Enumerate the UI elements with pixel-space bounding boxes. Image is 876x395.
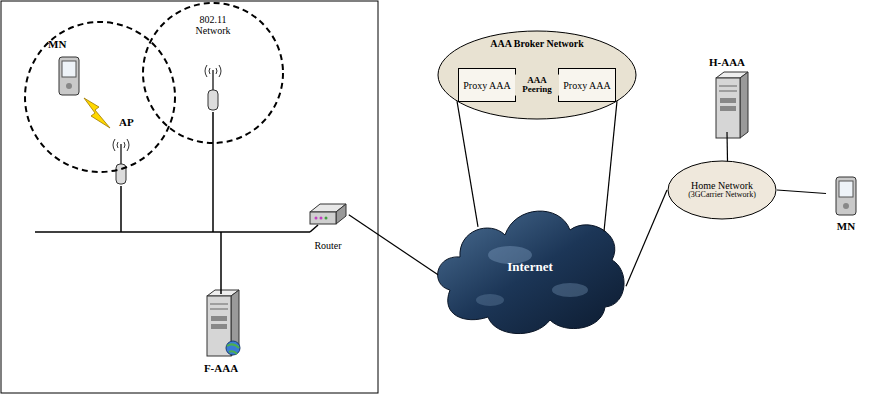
node-label: Internet (507, 260, 553, 274)
site-border (1, 1, 378, 393)
text-wrap: AAA Broker Network (457, 38, 617, 49)
wireless-link (84, 98, 110, 128)
device-icon (199, 288, 243, 358)
lan-bus (35, 231, 310, 233)
text-wrap: Home Network(3GCarrier Network) (667, 160, 777, 220)
text-wrap: Router (302, 240, 354, 251)
text-wrap: MN (826, 220, 866, 232)
proxy-box: Proxy AAA (458, 68, 516, 102)
home-aaa-server: H-AAA (700, 56, 754, 132)
connector (457, 101, 478, 227)
node-label: Router (314, 240, 341, 251)
text-wrap: Proxy AAA (559, 69, 615, 101)
foreign-aaa-server: F-AAA (193, 288, 249, 388)
text-wrap: F-AAA (193, 362, 249, 374)
connector (349, 215, 438, 275)
text-wrap: AP (119, 116, 147, 128)
ap-drop (212, 112, 214, 232)
connector (626, 190, 667, 286)
internet-cloud: Internet (430, 195, 630, 340)
ap-drop (120, 186, 122, 232)
mobile-node: MN (48, 38, 92, 106)
home-network-ellipse: Home Network(3GCarrier Network) (667, 160, 777, 220)
mobile-node: MN (826, 176, 866, 246)
node-label: H-AAA (709, 56, 745, 68)
access-point: AP (105, 112, 147, 190)
node-label: MN (837, 220, 855, 232)
node-sublabel: (3GCarrier Network) (688, 191, 756, 200)
device-icon (110, 136, 132, 186)
proxy-box: Proxy AAA (558, 68, 616, 102)
server-drop (220, 232, 222, 294)
node-label: Home Network (691, 180, 753, 191)
device-icon (708, 70, 746, 130)
node-label: AP (119, 116, 134, 128)
router: Router (302, 198, 354, 254)
node-label: Proxy AAA (463, 80, 511, 91)
device-icon (308, 202, 348, 226)
connector (604, 101, 617, 231)
node-label: AAA Broker Network (490, 38, 584, 49)
edge-label: AAA Peering (515, 75, 559, 96)
connector (777, 190, 826, 194)
text-wrap: MN (48, 38, 92, 50)
text-wrap: Proxy AAA (459, 69, 515, 101)
device-icon (835, 176, 857, 216)
node-label: Proxy AAA (563, 80, 611, 91)
router-drop (310, 225, 318, 232)
node-label: MN (48, 38, 66, 50)
text-wrap: 802.11 Network (178, 14, 248, 36)
wlan-circle: 802.11 Network (142, 2, 284, 144)
text-wrap: Internet (430, 195, 630, 340)
coverage-circle (25, 22, 175, 172)
text-wrap: H-AAA (700, 56, 754, 68)
node-label: F-AAA (204, 362, 238, 374)
device-icon (202, 62, 224, 112)
node-label: 802.11 Network (183, 14, 243, 36)
device-icon (58, 56, 80, 96)
